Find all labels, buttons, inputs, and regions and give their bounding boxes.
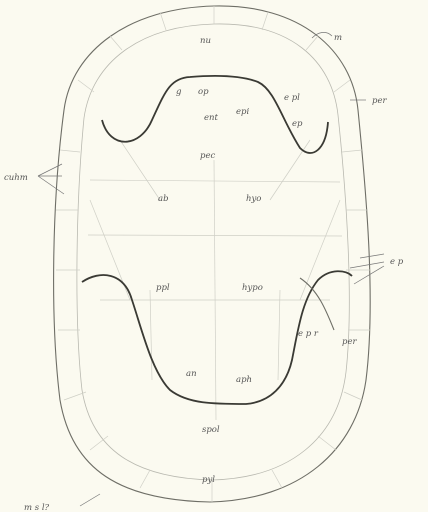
- label-per-right: per: [342, 337, 357, 347]
- label-per-top: per: [372, 96, 387, 106]
- label-ep-right: e p: [390, 257, 404, 267]
- label-aph: aph: [236, 375, 252, 385]
- label-ms: m s l?: [24, 503, 50, 512]
- label-epl-top: e pl: [284, 93, 300, 103]
- label-pyl: pyl: [202, 475, 215, 485]
- label-cuhm: cuhm: [4, 173, 28, 183]
- label-epr: e p r: [298, 329, 319, 339]
- inner-ring: [77, 24, 349, 480]
- label-spol: spol: [202, 425, 220, 435]
- label-epi: epi: [236, 107, 249, 117]
- label-ent: ent: [204, 113, 219, 123]
- label-hyo: hyo: [246, 194, 261, 204]
- label-m: m: [334, 33, 342, 43]
- label-g: g: [176, 87, 182, 97]
- label-ep: ep: [292, 119, 303, 129]
- label-pec: pec: [200, 151, 215, 161]
- label-nu: nu: [200, 36, 211, 46]
- label-hypo: hypo: [242, 283, 263, 293]
- label-ab: ab: [158, 194, 169, 204]
- label-op: op: [198, 87, 209, 97]
- label-an: an: [186, 369, 197, 379]
- label-ppl: ppl: [156, 283, 170, 293]
